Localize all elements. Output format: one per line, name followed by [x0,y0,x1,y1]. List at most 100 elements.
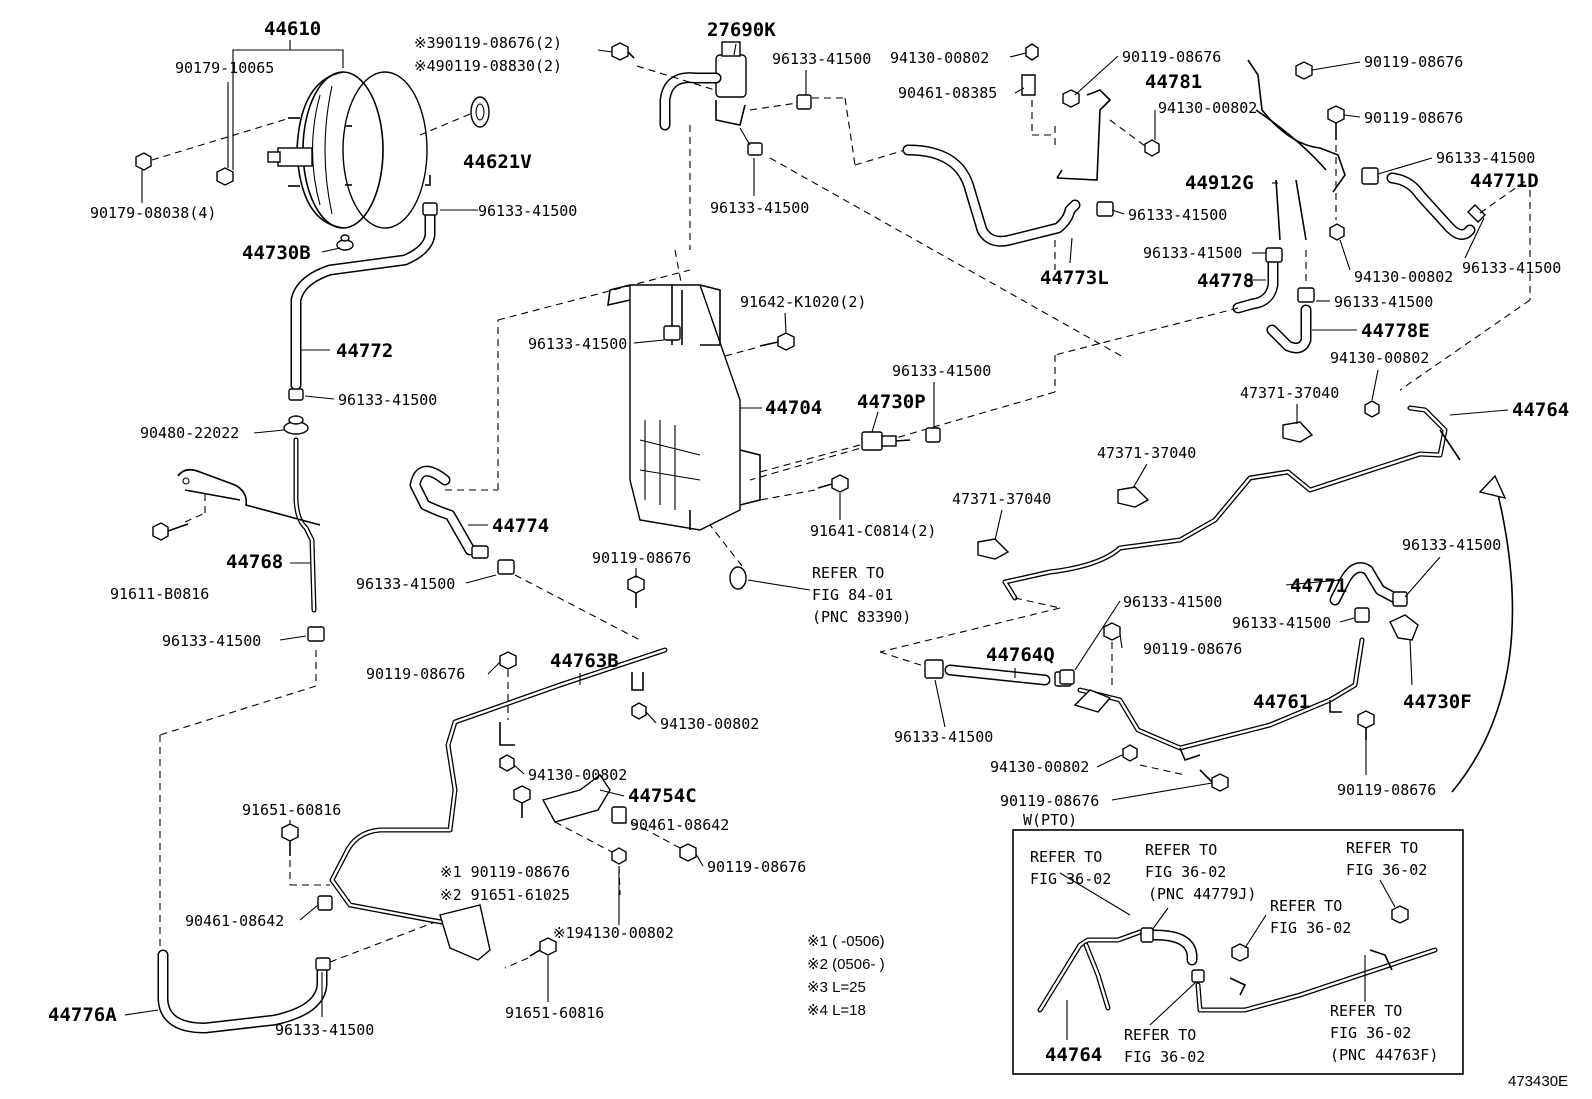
label-90461-08642a: 90461-08642 [630,816,729,834]
bolt-90119-b [1295,61,1313,80]
label-94130-d: 94130-00802 [1330,349,1429,367]
bolt-91611 [152,522,189,541]
dash-25 [879,651,931,669]
pto-refer-5a: REFER TO [1124,1026,1196,1044]
label-96133-k: 96133-41500 [528,335,627,353]
bolt-90119-d [627,575,645,608]
pto-refer-6a: REFER TO [1330,1002,1402,1020]
bolt-90119-f [1199,769,1229,792]
label-90461-08385: 90461-08385 [898,84,997,102]
hose-44773l [902,144,1114,247]
label-90119-d: 90119-08676 [592,549,691,567]
label-96133-g: 96133-41500 [1436,149,1535,167]
label-96133-o2: 96133-41500 [1232,614,1331,632]
refer-84-01-line1: REFER TO [812,564,884,582]
label-44764q: 44764Q [986,644,1055,666]
label-44781: 44781 [1145,71,1202,93]
hose-44778e [1266,287,1315,354]
clip-47371-a [1282,421,1314,443]
label-44764: 44764 [1512,399,1569,421]
dash-17 [749,391,1056,481]
refer-84-01-line3: (PNC 83390) [812,608,911,626]
label-90461-08642b: 90461-08642 [185,912,284,930]
label-90119-e: 90119-08676 [1143,640,1242,658]
label-44621v: 44621V [463,151,532,173]
hose-44776a [157,904,481,1034]
label-96133-q: 96133-41500 [275,1021,374,1039]
label-90119-f: 90119-08676 [1000,792,1099,810]
pto-label-44764: 44764 [1045,1044,1102,1066]
label-90480: 90480-22022 [140,424,239,442]
label-96133-f: 96133-41500 [1128,206,1227,224]
label-44754c: 44754C [628,785,697,807]
connector-refer-83390 [709,524,747,590]
label-90119-i: 90119-08676 [707,858,806,876]
brake-booster-44610 [267,71,431,229]
label-96133-l: 96133-41500 [892,362,991,380]
label-47371-c: 47371-37040 [952,490,1051,508]
dash-9 [769,157,1126,359]
pto-refer-1a: REFER TO [1030,848,1102,866]
clip-90461-08385 [1021,74,1055,136]
bolt-90119-e [1103,622,1121,690]
nut-94130-f [631,702,647,720]
direction-arrow [1451,474,1514,793]
hose-44764q [924,659,1072,687]
pto-refer-6c: (PNC 44763F) [1330,1046,1438,1064]
label-94130-g: 94130-00802 [528,766,627,784]
bracket-44610 [232,40,344,170]
pipe-44761 [1073,637,1365,761]
label-94130-e: 94130-00802 [990,758,1089,776]
note-3: ※3 L=25 [807,979,866,996]
nut-90179-08038 [135,117,291,171]
dash-7 [844,97,856,166]
note-1: ※1 ( -0506) [807,933,885,950]
dash-2 [159,685,317,736]
seal-44621v [419,96,490,136]
label-91642: 91642-K1020(2) [740,293,866,311]
label-44912g: 44912G [1185,172,1254,194]
label-96133-d: 96133-41500 [772,50,871,68]
label-44771: 44771 [1290,575,1347,597]
pto-refer-3a: REFER TO [1270,897,1342,915]
figure-id: 473430E [1508,1073,1568,1090]
pto-refer-2c: (PNC 44779J) [1148,885,1256,903]
label-96133-m: 96133-41500 [356,575,455,593]
hose-44772 [288,202,438,401]
label-44774: 44774 [492,515,549,537]
clip-90461-08642b [317,895,333,911]
label-91611: 91611-B0816 [110,585,209,603]
pipe-44768 [177,437,321,613]
label-96133-b: 96133-41500 [338,391,437,409]
label-96133-h: 96133-41500 [1143,244,1242,262]
reservoir-44704 [607,284,761,531]
label-1-94130: ※194130-00802 [553,924,674,942]
label-90179-08038: 90179-08038(4) [90,204,216,222]
label-44763b: 44763B [550,650,619,672]
bracket-44912g [1247,59,1346,241]
label-90119-c: 90119-08676 [1364,109,1463,127]
check-valve-44730b [336,234,354,251]
vsv-27690k [659,41,763,156]
label-96133-p: 96133-41500 [894,728,993,746]
label-44730f: 44730F [1403,691,1472,713]
bolt-91651-b [504,937,557,969]
hose-44771 [1329,562,1408,623]
label-96133-j: 96133-41500 [1334,293,1433,311]
part-labels: 44610 90179-10065 90179-08038(4) 44621V … [48,18,1569,1090]
bracket-44781 [1054,89,1112,181]
label-91651-a: 91651-60816 [242,801,341,819]
label-90179-10065: 90179-10065 [175,59,274,77]
label-90119-g: 90119-08676 [1337,781,1436,799]
bolt-90119-a [1062,89,1080,108]
nut-90179-10065 [216,167,234,186]
label-44778: 44778 [1197,270,1254,292]
refer-84-01-line2: FIG 84-01 [812,586,893,604]
pto-title: W(PTO) [1023,811,1077,829]
label-96133-o: 96133-41500 [1402,536,1501,554]
label-44704: 44704 [765,397,822,419]
bolt-90119-c [1327,105,1345,220]
pipe-44763b [329,647,668,928]
nut-94130-a [1025,43,1039,61]
label-94130-c: 94130-00802 [1354,268,1453,286]
